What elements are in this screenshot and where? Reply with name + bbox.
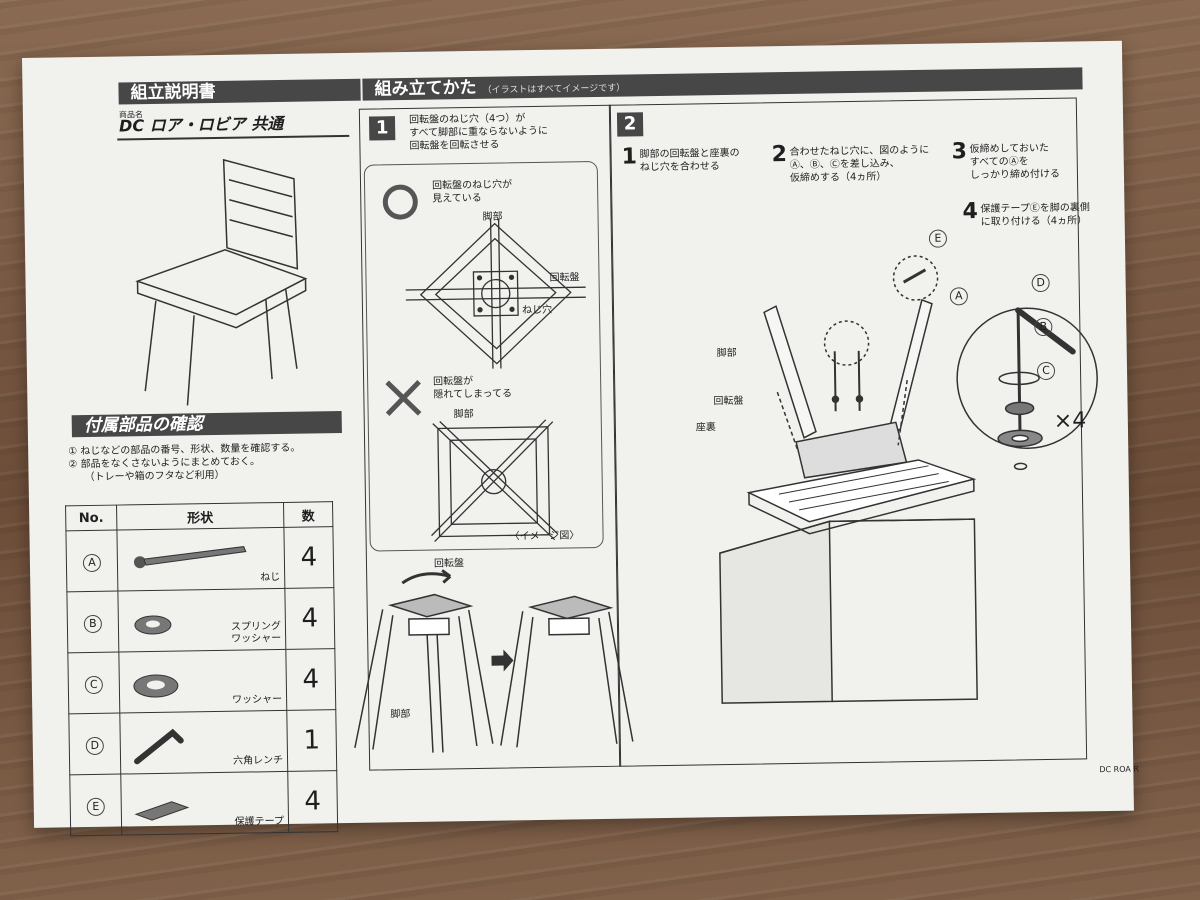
attach-legs-diagram: [719, 255, 1098, 704]
part-number: D: [85, 736, 104, 756]
part-count: 4: [284, 587, 335, 650]
step1-number: 1: [368, 116, 396, 141]
image-note: 〈イメージ図〉: [509, 530, 580, 543]
spring-washer-icon: [134, 615, 172, 635]
ng-label-leg: 脚部: [453, 408, 474, 421]
part-count: 1: [286, 709, 337, 772]
part-number: B: [83, 614, 103, 634]
sub2-number: 2: [771, 141, 788, 168]
assembly-title: 組み立てかた: [374, 77, 477, 100]
parts-check-title: 付属部品の確認: [83, 414, 203, 437]
parts-table: No. 形状 数 A ねじ 4 B スプリング ワッシャー: [65, 501, 338, 836]
step2-number: 2: [616, 112, 644, 137]
manual-title: 組立説明書: [130, 81, 216, 104]
part-number: A: [82, 553, 102, 573]
header-no: No.: [65, 505, 117, 531]
part-name: ワッシャー: [232, 693, 283, 706]
part-name: ねじ: [260, 572, 281, 584]
rotate-legs-diagram: [354, 569, 634, 753]
parts-note-3: （トレーや箱のフタなど利用）: [84, 469, 225, 484]
table-row: B スプリング ワッシャー 4: [66, 587, 335, 653]
sub1-number: 1: [621, 144, 638, 170]
sub2-text-1: 合わせたねじ穴に、図のように: [789, 144, 930, 158]
part-count: 4: [285, 648, 336, 711]
ng-turntable-diagram: [431, 419, 558, 543]
part-count: 4: [283, 526, 334, 589]
ok-text-1: 回転盤のねじ穴が: [431, 179, 513, 192]
table-row: A ねじ 4: [65, 526, 334, 592]
ok-turntable-diagram: [405, 218, 586, 369]
part-name: スプリング ワッシャー: [230, 621, 282, 645]
manual-title-bar: 組立説明書: [118, 78, 361, 105]
sub3-text-1: 仮締めしておいた: [969, 142, 1050, 156]
table-row: E 保護テープ 4: [69, 770, 338, 836]
ng-text-1: 回転盤が: [433, 375, 474, 388]
washer-icon: [133, 674, 179, 698]
part-count: 4: [287, 770, 338, 833]
protective-tape-icon: [134, 801, 190, 821]
product-name: DC ロア・ロビア 共通: [118, 113, 284, 136]
ng-cross-icon: [385, 380, 422, 417]
sub3-text-2: すべてのⒶを: [969, 156, 1029, 169]
sub3-text-3: しっかり締め付ける: [969, 168, 1061, 182]
step1-text-3: 回転盤を回転させる: [409, 139, 500, 152]
assembly-subtitle: （イラストはすべてイメージです）: [482, 83, 626, 96]
chair-illustration: [135, 158, 308, 406]
header-count: 数: [283, 501, 333, 528]
part-name: 六角レンチ: [232, 754, 284, 767]
parts-check-title-bar: 付属部品の確認: [71, 411, 342, 438]
header-shape: 形状: [116, 502, 284, 531]
sub1-text-1: 脚部の回転盤と座裏の: [639, 147, 740, 161]
part-number: C: [84, 675, 103, 695]
ok-text-2: 見えている: [432, 192, 482, 205]
footer-code: DC ROA R: [1099, 764, 1139, 775]
hex-wrench-icon: [134, 728, 184, 765]
screw-icon: [133, 546, 247, 569]
sub2-text-3: 仮締めする（4ヵ所）: [789, 171, 887, 184]
instruction-sheet: 組立説明書 商品名 DC ロア・ロビア 共通 付属部品の確認 ① ねじなどの部品…: [22, 40, 1139, 836]
step1-text-2: すべて脚部に重ならないように: [409, 125, 549, 139]
part-name: 保護テープ: [234, 815, 285, 828]
ok-circle-icon: [382, 184, 418, 220]
sub4-number: 4: [962, 199, 979, 225]
part-number: E: [86, 797, 105, 817]
table-row: D 六角レンチ 1: [68, 709, 337, 775]
sub3-number: 3: [951, 139, 968, 165]
table-row: C ワッシャー 4: [67, 648, 336, 714]
times-four: ×4: [1053, 408, 1087, 434]
sub1-text-2: ねじ穴を合わせる: [639, 161, 720, 174]
assembly-title-bar: 組み立てかた （イラストはすべてイメージです）: [362, 67, 1083, 101]
ng-text-2: 隠れてしまってる: [433, 388, 513, 401]
